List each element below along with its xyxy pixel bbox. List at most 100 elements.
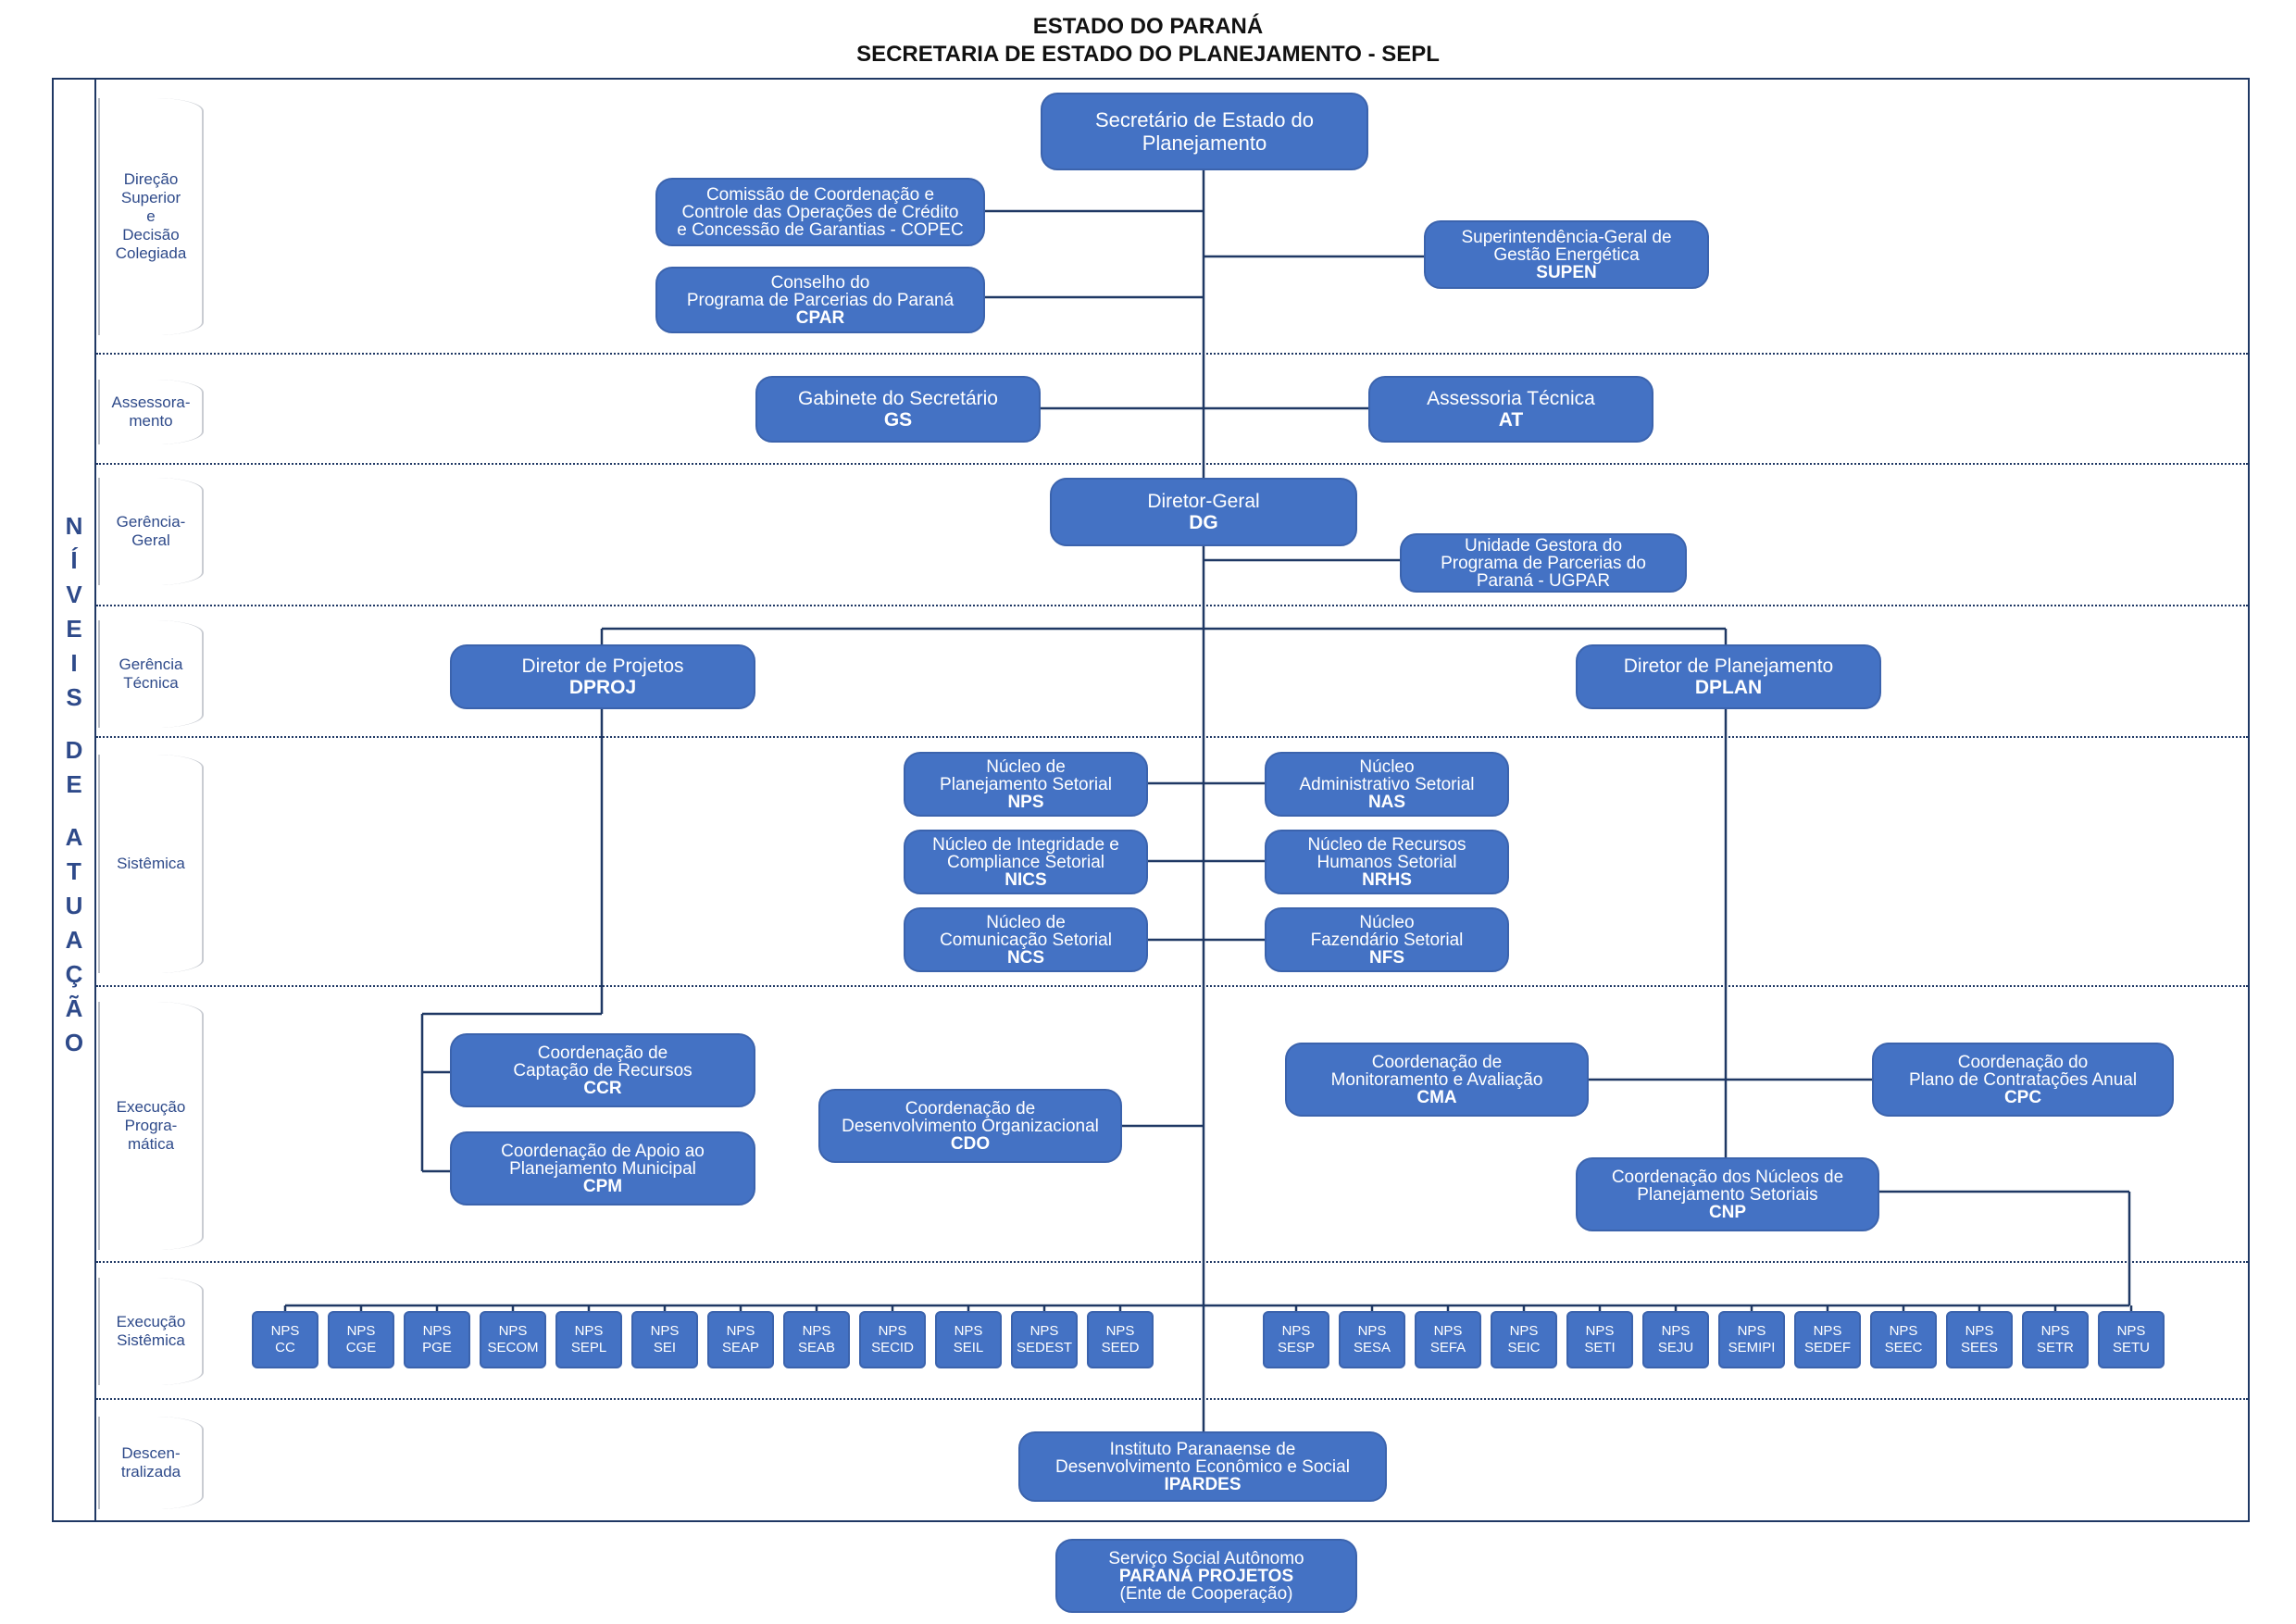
unit-name-line: Planejamento bbox=[1142, 131, 1267, 155]
unit-name-line: Núcleo bbox=[1359, 912, 1415, 932]
nps-box-type: NPS bbox=[1029, 1323, 1059, 1339]
nps-box-agency: SESP bbox=[1277, 1340, 1316, 1355]
nps-box-type: NPS bbox=[422, 1323, 452, 1339]
vertical-title-letter: A bbox=[65, 926, 83, 954]
unit-name-line: Planejamento Setorial bbox=[940, 774, 1112, 794]
unit-name-line: Planejamento Municipal bbox=[509, 1158, 696, 1179]
nps-box-agency: SEDEST bbox=[1016, 1340, 1072, 1355]
nps-box-type: NPS bbox=[2116, 1323, 2146, 1339]
level-label-descentralizada: Descen- tralizada bbox=[98, 1417, 204, 1509]
level-label-gerencia-tecnica: Gerência Técnica bbox=[98, 620, 204, 728]
unit-name-line: Coordenação dos Núcleos de bbox=[1611, 1167, 1844, 1187]
level-label-assessoramento: Assessora- mento bbox=[98, 380, 204, 444]
level-label-execucao-sistemica: Execução Sistêmica bbox=[98, 1278, 204, 1385]
unit-acronym: NAS bbox=[1367, 792, 1406, 812]
unit-acronym: CPC bbox=[2003, 1087, 2042, 1107]
vertical-title-letter: O bbox=[64, 1029, 84, 1056]
level-divider bbox=[96, 1398, 2248, 1400]
vertical-title-letter: E bbox=[66, 770, 82, 798]
unit-name-line: Gabinete do Secretário bbox=[798, 388, 998, 409]
unit-acronym: CDO bbox=[950, 1133, 991, 1154]
unit-name-line: Serviço Social Autônomo bbox=[1108, 1548, 1304, 1568]
unit-name-line: Captação de Recursos bbox=[513, 1060, 693, 1081]
nps-box-type: NPS bbox=[574, 1323, 604, 1339]
nps-box-type: NPS bbox=[1357, 1323, 1387, 1339]
nps-box-agency: SEMIPI bbox=[1728, 1340, 1776, 1355]
vertical-title-letter: U bbox=[65, 892, 83, 919]
vertical-title-letter: Í bbox=[70, 546, 78, 574]
vertical-title-letter: S bbox=[66, 683, 82, 711]
level-divider bbox=[96, 985, 2248, 987]
nps-box-type: NPS bbox=[650, 1323, 680, 1339]
nps-box-agency: SESA bbox=[1353, 1340, 1391, 1355]
unit-name-line: Controle das Operações de Crédito bbox=[681, 202, 959, 222]
level-divider bbox=[96, 605, 2248, 606]
unit-acronym: NFS bbox=[1369, 947, 1404, 968]
vertical-title-letter: E bbox=[66, 615, 82, 643]
unit-name-line: Diretor de Planejamento bbox=[1623, 656, 1834, 677]
level-label-gerencia-geral: Gerência- Geral bbox=[98, 478, 204, 585]
unit-name-line: Secretário de Estado do bbox=[1094, 108, 1315, 131]
nps-box-type: NPS bbox=[878, 1323, 907, 1339]
vertical-title-letter: I bbox=[70, 649, 78, 677]
unit-name-line: Diretor-Geral bbox=[1147, 491, 1260, 512]
unit-subtitle: (Ente de Cooperação) bbox=[1119, 1583, 1293, 1604]
unit-name-line: Administrativo Setorial bbox=[1299, 774, 1475, 794]
nps-box-type: NPS bbox=[1433, 1323, 1463, 1339]
unit-name-line: Unidade Gestora do bbox=[1464, 535, 1623, 556]
level-label-sistemica: Sistêmica bbox=[98, 755, 204, 973]
nps-box-type: NPS bbox=[1509, 1323, 1539, 1339]
unit-acronym: NRHS bbox=[1362, 869, 1412, 890]
unit-name-line: Programa de Parcerias do Paraná bbox=[686, 290, 955, 310]
unit-name-line: Comissão de Coordenação e bbox=[705, 184, 935, 205]
unit-name-line: Compliance Setorial bbox=[946, 852, 1105, 872]
unit-name-line: Monitoramento e Avaliação bbox=[1330, 1069, 1543, 1090]
unit-name-line: e Concessão de Garantias - COPEC bbox=[677, 219, 964, 240]
nps-box-agency: SEI bbox=[653, 1340, 677, 1355]
header-state: ESTADO DO PARANÁ bbox=[1032, 14, 1264, 39]
nps-box-type: NPS bbox=[1965, 1323, 1994, 1339]
unit-name-line: Núcleo de bbox=[986, 912, 1066, 932]
unit-acronym: DG bbox=[1189, 512, 1218, 533]
nps-box-type: NPS bbox=[954, 1323, 983, 1339]
unit-acronym: CNP bbox=[1708, 1202, 1747, 1222]
nps-box-agency: CGE bbox=[345, 1340, 377, 1355]
vertical-title-letter: N bbox=[65, 512, 83, 540]
unit-name-line: Núcleo bbox=[1359, 756, 1415, 777]
nps-box-type: NPS bbox=[1737, 1323, 1766, 1339]
vertical-title-letter: A bbox=[65, 823, 83, 851]
unit-name-line: Coordenação de bbox=[905, 1098, 1036, 1118]
nps-box-agency: SEFA bbox=[1429, 1340, 1466, 1355]
unit-acronym: AT bbox=[1498, 409, 1524, 431]
nps-box-type: NPS bbox=[1585, 1323, 1615, 1339]
nps-box-agency: SEAP bbox=[721, 1340, 760, 1355]
unit-name-line: Gestão Energética bbox=[1493, 244, 1640, 265]
nps-box-agency: SEDEF bbox=[1803, 1340, 1851, 1355]
unit-name-line: Paraná - UGPAR bbox=[1476, 570, 1611, 591]
unit-name-line: Plano de Contratações Anual bbox=[1908, 1069, 2138, 1090]
vertical-title-letter: Ç bbox=[65, 960, 83, 988]
